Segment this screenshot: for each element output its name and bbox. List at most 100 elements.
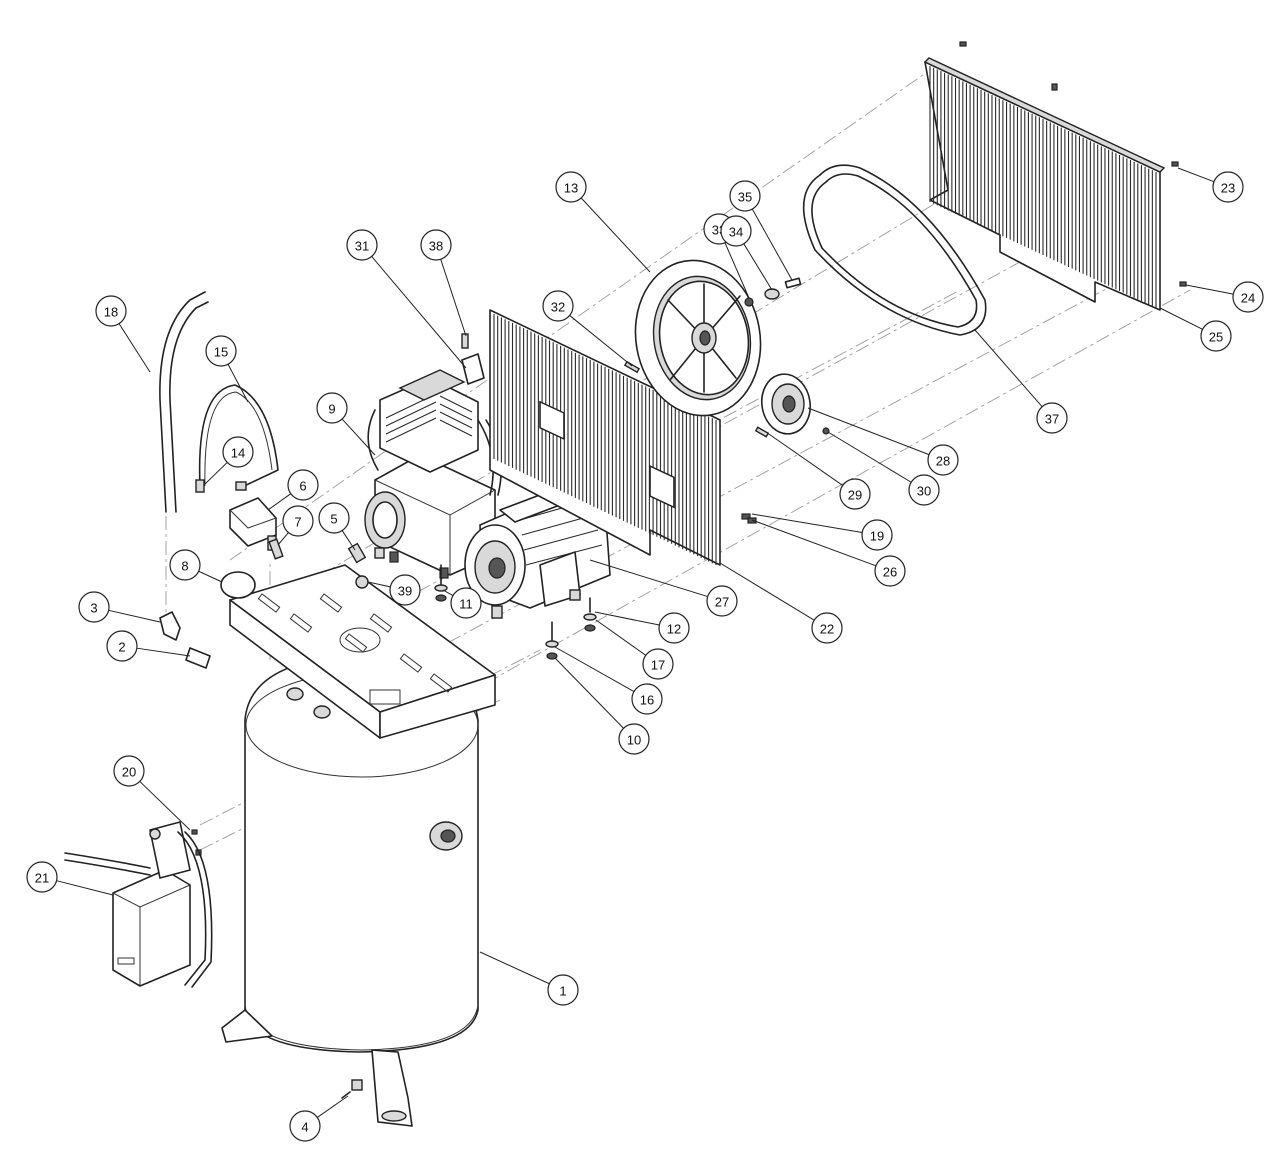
- callout-number: 19: [870, 529, 884, 544]
- callout-bubble: [113, 755, 145, 787]
- callout-8: 8: [169, 549, 223, 583]
- release-tube: [195, 384, 279, 493]
- callout-bubble: [839, 478, 871, 510]
- callout-bubble: [642, 648, 674, 680]
- callout-number: 17: [651, 658, 665, 673]
- callout-38: 38: [420, 229, 467, 337]
- callout-28: 28: [807, 407, 959, 476]
- discharge-tube: [159, 291, 209, 513]
- callout-bubble: [811, 612, 843, 644]
- callout-number: 11: [459, 597, 473, 612]
- callout-3: 3: [78, 591, 161, 623]
- callout-number: 15: [214, 345, 228, 360]
- callout-10: 10: [554, 657, 650, 755]
- callout-bubble: [658, 612, 690, 644]
- callout-bubble: [706, 585, 738, 617]
- callout-number: 8: [181, 559, 188, 574]
- callout-number: 4: [301, 1120, 308, 1135]
- callout-number: 14: [231, 446, 245, 461]
- callout-number: 3: [90, 601, 97, 616]
- callout-12: 12: [594, 611, 690, 644]
- callout-number: 12: [667, 622, 681, 637]
- callout-bubble: [631, 683, 663, 715]
- belt-guard-rear: [489, 309, 721, 566]
- callout-number: 37: [1045, 412, 1059, 427]
- callout-leader-line: [227, 364, 249, 403]
- callout-19: 19: [751, 513, 893, 551]
- callout-37: 37: [974, 329, 1068, 434]
- intake-filter: [220, 571, 256, 599]
- callout-bubble: [316, 392, 348, 424]
- air-tank: [221, 654, 479, 1127]
- callout-leader-line: [277, 532, 289, 546]
- callout-leader-line: [1177, 167, 1215, 183]
- callout-bubble: [1200, 320, 1232, 352]
- fittings: [268, 538, 385, 589]
- callout-leader-line: [1185, 284, 1234, 295]
- callout-30: 30: [827, 431, 940, 506]
- callout-bubble: [26, 861, 58, 893]
- callout-leader-line: [595, 619, 647, 656]
- callout-leader-line: [554, 646, 635, 693]
- callout-bubble: [555, 171, 587, 203]
- callout-bubble: [95, 295, 127, 327]
- electric-motor: [464, 489, 611, 619]
- callout-leader-line: [442, 589, 454, 597]
- callout-bubble: [874, 555, 906, 587]
- callout-number: 29: [848, 488, 862, 503]
- callout-number: 30: [917, 484, 931, 499]
- motor-bolts: [434, 564, 597, 660]
- callout-4: 4: [289, 1095, 349, 1142]
- pump-bracket: [461, 333, 485, 385]
- callout-bubble: [389, 574, 421, 606]
- callout-25: 25: [1159, 307, 1232, 352]
- callout-bubble: [1232, 281, 1264, 313]
- callout-11: 11: [442, 587, 482, 619]
- callout-leader-line: [479, 951, 550, 985]
- callout-bubble: [169, 549, 201, 581]
- callout-bubble: [282, 505, 314, 537]
- callout-6: 6: [267, 469, 319, 511]
- callout-leader-line: [751, 513, 863, 534]
- callout-leader-line: [594, 611, 660, 626]
- callout-leader-line: [751, 519, 877, 567]
- callout-bubble: [346, 229, 378, 261]
- callout-22: 22: [719, 562, 843, 644]
- callout-layer: 1234567891011121314151617181920212223242…: [26, 167, 1264, 1142]
- flywheel-hardware: [623, 277, 802, 374]
- callout-number: 1: [559, 984, 566, 999]
- callout-2: 2: [106, 630, 191, 662]
- callout-bubble: [720, 215, 752, 247]
- callout-bubble: [78, 591, 110, 623]
- callout-leader-line: [108, 609, 161, 623]
- callout-number: 27: [715, 595, 729, 610]
- callout-bubble: [106, 630, 138, 662]
- callout-leader-line: [56, 880, 114, 896]
- callout-number: 23: [1221, 181, 1235, 196]
- callout-bubble: [318, 502, 350, 534]
- callout-leader-line: [743, 243, 773, 291]
- callout-13: 13: [555, 171, 651, 273]
- callout-35: 35: [729, 180, 793, 281]
- v-belt: [802, 164, 987, 336]
- callout-bubble: [450, 587, 482, 619]
- callout-27: 27: [589, 559, 738, 617]
- callout-leader-line: [807, 407, 930, 456]
- callout-leader-line: [139, 781, 191, 831]
- callout-leader-line: [204, 462, 228, 485]
- callout-14: 14: [204, 436, 254, 485]
- callout-number: 24: [1241, 291, 1255, 306]
- callout-leader-line: [317, 1095, 349, 1118]
- callout-39: 39: [367, 574, 421, 606]
- callout-bubble: [222, 436, 254, 468]
- callout-leader-line: [1159, 307, 1203, 330]
- callout-number: 35: [738, 190, 752, 205]
- callout-number: 2: [118, 640, 125, 655]
- callout-number: 16: [640, 693, 654, 708]
- elbow-fitting: [159, 611, 211, 669]
- callout-number: 32: [551, 300, 565, 315]
- callout-leader-line: [724, 242, 750, 299]
- callout-bubble: [205, 335, 237, 367]
